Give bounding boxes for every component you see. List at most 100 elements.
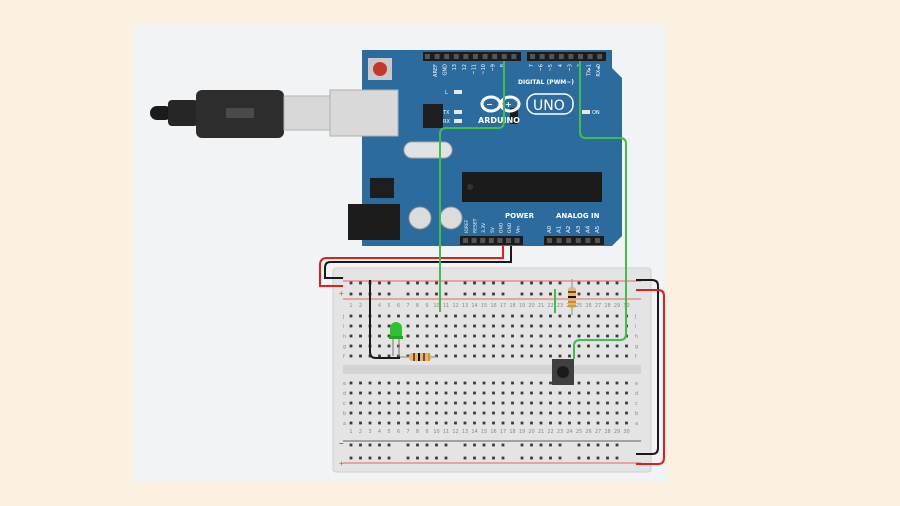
breadboard-hole[interactable] bbox=[463, 381, 467, 385]
wire-black-rail-link[interactable] bbox=[636, 279, 659, 455]
breadboard-hole[interactable] bbox=[397, 411, 400, 415]
breadboard-hole[interactable] bbox=[435, 391, 438, 395]
breadboard-hole[interactable] bbox=[587, 324, 590, 328]
breadboard-hole[interactable] bbox=[454, 411, 457, 415]
rail-hole[interactable] bbox=[615, 443, 619, 447]
header-pin-hole[interactable] bbox=[578, 54, 583, 59]
breadboard-hole[interactable] bbox=[530, 324, 533, 328]
rail-hole[interactable] bbox=[558, 292, 562, 296]
rail-hole[interactable] bbox=[482, 456, 486, 460]
breadboard-hole[interactable] bbox=[378, 381, 381, 385]
breadboard-hole[interactable] bbox=[416, 314, 419, 318]
breadboard-hole[interactable] bbox=[558, 324, 562, 328]
breadboard-hole[interactable] bbox=[454, 354, 457, 358]
breadboard-hole[interactable] bbox=[473, 314, 476, 318]
header-pin-hole[interactable] bbox=[568, 54, 574, 59]
rail-hole[interactable] bbox=[520, 456, 524, 460]
breadboard-hole[interactable] bbox=[378, 421, 381, 425]
breadboard-hole[interactable] bbox=[444, 381, 448, 385]
rail-hole[interactable] bbox=[501, 281, 505, 285]
breadboard-hole[interactable] bbox=[378, 344, 381, 348]
breadboard-hole[interactable] bbox=[530, 354, 533, 358]
breadboard-hole[interactable] bbox=[492, 334, 495, 338]
breadboard-hole[interactable] bbox=[520, 324, 524, 328]
breadboard-hole[interactable] bbox=[378, 314, 381, 318]
header-pin-hole[interactable] bbox=[587, 54, 593, 59]
rail-hole[interactable] bbox=[558, 456, 562, 460]
breadboard-hole[interactable] bbox=[539, 391, 543, 395]
breadboard-hole[interactable] bbox=[625, 344, 628, 348]
rail-hole[interactable] bbox=[577, 292, 581, 296]
breadboard-hole[interactable] bbox=[378, 334, 381, 338]
breadboard-hole[interactable] bbox=[549, 391, 552, 395]
breadboard-hole[interactable] bbox=[463, 411, 467, 415]
wire-green-pin2[interactable] bbox=[573, 61, 627, 359]
breadboard-hole[interactable] bbox=[492, 344, 495, 348]
breadboard-hole[interactable] bbox=[368, 381, 372, 385]
breadboard-hole[interactable] bbox=[359, 334, 362, 338]
breadboard-hole[interactable] bbox=[359, 391, 362, 395]
rail-hole[interactable] bbox=[558, 281, 562, 285]
wire-black-led-gnd[interactable] bbox=[369, 280, 400, 359]
breadboard-hole[interactable] bbox=[501, 411, 505, 415]
rail-hole[interactable] bbox=[473, 292, 476, 296]
breadboard-hole[interactable] bbox=[520, 314, 524, 318]
breadboard-hole[interactable] bbox=[349, 391, 353, 395]
rail-hole[interactable] bbox=[425, 281, 429, 285]
breadboard-hole[interactable] bbox=[558, 391, 562, 395]
breadboard-hole[interactable] bbox=[406, 381, 410, 385]
breadboard-hole[interactable] bbox=[425, 391, 429, 395]
rail-hole[interactable] bbox=[596, 281, 600, 285]
breadboard-hole[interactable] bbox=[454, 314, 457, 318]
header-pin-hole[interactable] bbox=[547, 238, 552, 243]
breadboard-hole[interactable] bbox=[558, 314, 562, 318]
breadboard-hole[interactable] bbox=[549, 334, 552, 338]
breadboard-hole[interactable] bbox=[492, 354, 495, 358]
breadboard-hole[interactable] bbox=[520, 334, 524, 338]
breadboard-hole[interactable] bbox=[501, 314, 505, 318]
breadboard-hole[interactable] bbox=[501, 344, 505, 348]
wire-red-rail-link[interactable] bbox=[636, 289, 665, 465]
breadboard-hole[interactable] bbox=[406, 421, 410, 425]
breadboard-hole[interactable] bbox=[492, 421, 495, 425]
rail-hole[interactable] bbox=[435, 456, 438, 460]
breadboard-hole[interactable] bbox=[444, 401, 448, 405]
breadboard-hole[interactable] bbox=[387, 344, 391, 348]
header-pin-hole[interactable] bbox=[482, 54, 488, 59]
breadboard-hole[interactable] bbox=[558, 344, 562, 348]
breadboard-hole[interactable] bbox=[577, 344, 581, 348]
rail-hole[interactable] bbox=[577, 443, 581, 447]
breadboard-hole[interactable] bbox=[520, 401, 524, 405]
breadboard-hole[interactable] bbox=[359, 324, 362, 328]
breadboard-hole[interactable] bbox=[435, 354, 438, 358]
breadboard-hole[interactable] bbox=[558, 411, 562, 415]
breadboard-hole[interactable] bbox=[511, 411, 514, 415]
breadboard-hole[interactable] bbox=[568, 314, 571, 318]
header-pin-hole[interactable] bbox=[501, 54, 507, 59]
breadboard-hole[interactable] bbox=[435, 344, 438, 348]
breadboard-hole[interactable] bbox=[482, 344, 486, 348]
breadboard-hole[interactable] bbox=[359, 314, 362, 318]
breadboard-hole[interactable] bbox=[596, 391, 600, 395]
rail-hole[interactable] bbox=[378, 443, 381, 447]
breadboard-hole[interactable] bbox=[359, 411, 362, 415]
breadboard-hole[interactable] bbox=[568, 401, 571, 405]
breadboard-hole[interactable] bbox=[406, 354, 410, 358]
header-pin-hole[interactable] bbox=[556, 238, 562, 243]
breadboard-hole[interactable] bbox=[349, 421, 353, 425]
breadboard-hole[interactable] bbox=[615, 381, 619, 385]
breadboard-hole[interactable] bbox=[425, 314, 429, 318]
header-pin-hole[interactable] bbox=[558, 54, 564, 59]
breadboard-hole[interactable] bbox=[577, 401, 581, 405]
breadboard-hole[interactable] bbox=[587, 411, 590, 415]
breadboard-hole[interactable] bbox=[444, 334, 448, 338]
breadboard-hole[interactable] bbox=[549, 344, 552, 348]
breadboard-hole[interactable] bbox=[435, 334, 438, 338]
rail-hole[interactable] bbox=[406, 456, 410, 460]
breadboard-hole[interactable] bbox=[520, 354, 524, 358]
rail-hole[interactable] bbox=[463, 443, 467, 447]
rail-hole[interactable] bbox=[387, 456, 391, 460]
rail-hole[interactable] bbox=[520, 281, 524, 285]
breadboard-hole[interactable] bbox=[416, 421, 419, 425]
